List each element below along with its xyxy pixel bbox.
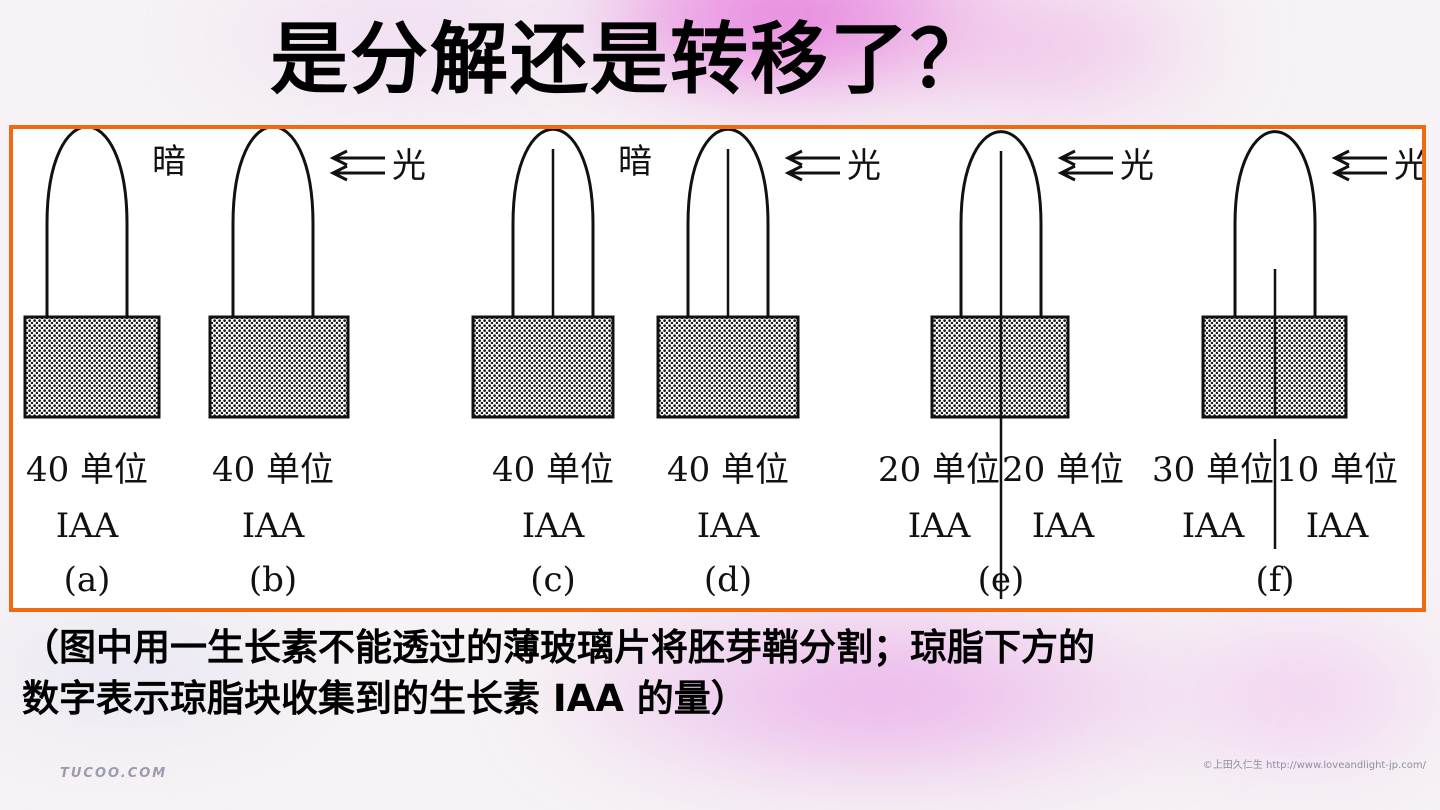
panel-label-e: (e) bbox=[978, 560, 1025, 600]
light-arrowhead-upper-f bbox=[1331, 149, 1350, 167]
iaa-label-d: IAA bbox=[697, 506, 760, 546]
coleoptile-c bbox=[511, 129, 595, 317]
light-label-d: 光 bbox=[847, 146, 881, 186]
light-label-e: 光 bbox=[1120, 146, 1154, 186]
iaa-amount-right-e: 20 单位 bbox=[1002, 450, 1124, 490]
iaa-amount-b: 40 单位 bbox=[212, 450, 334, 490]
light-arrowhead-lower-e bbox=[1057, 164, 1076, 182]
iaa-label-left-f: IAA bbox=[1182, 506, 1245, 546]
coleoptile-a bbox=[45, 129, 129, 317]
iaa-amount-right-f: 10 单位 bbox=[1276, 450, 1398, 490]
agar-block-a bbox=[23, 315, 161, 419]
light-arrowhead-lower-b bbox=[329, 164, 348, 182]
panel-label-a: (a) bbox=[64, 560, 111, 600]
light-arrowhead-upper-e bbox=[1057, 149, 1076, 167]
panel-label-c: (c) bbox=[530, 560, 576, 600]
iaa-label-right-f: IAA bbox=[1306, 506, 1369, 546]
light-arrowhead-lower-f bbox=[1331, 164, 1350, 182]
iaa-amount-c: 40 单位 bbox=[492, 450, 614, 490]
agar-block-b bbox=[208, 315, 350, 419]
iaa-label-c: IAA bbox=[522, 506, 585, 546]
iaa-amount-left-e: 20 单位 bbox=[878, 450, 1000, 490]
caption: （图中用一生长素不能透过的薄玻璃片将胚芽鞘分割；琼脂下方的 数字表示琼脂块收集到… bbox=[22, 622, 1422, 724]
dark-label-a: 暗 bbox=[152, 142, 186, 182]
slide-title: 是分解还是转移了？ bbox=[269, 15, 990, 105]
panel-label-d: (d) bbox=[704, 560, 752, 600]
iaa-amount-d: 40 单位 bbox=[667, 450, 789, 490]
iaa-label-b: IAA bbox=[242, 506, 305, 546]
dark-label-c: 暗 bbox=[618, 142, 652, 182]
coleoptile-f bbox=[1233, 130, 1317, 317]
iaa-label-left-e: IAA bbox=[908, 506, 971, 546]
diagram-frame: 暗 40 单位 IAA (a) 光 40 单位 IAA (b) 暗 40 单位 IAA (c) 光 40 … bbox=[9, 125, 1426, 612]
light-arrowhead-upper-d bbox=[784, 149, 803, 167]
coleoptile-diagram: 暗 40 单位 IAA (a) 光 40 单位 IAA (b) 暗 40 单位 IAA (c) 光 40 … bbox=[23, 129, 1422, 600]
coleoptile-b bbox=[231, 129, 315, 317]
iaa-label-a: IAA bbox=[56, 506, 119, 546]
brand-watermark: TUCOO.COM bbox=[60, 766, 168, 781]
light-arrowhead-upper-b bbox=[329, 149, 348, 167]
iaa-amount-left-f: 30 单位 bbox=[1152, 450, 1274, 490]
caption-line-1: （图中用一生长素不能透过的薄玻璃片将胚芽鞘分割；琼脂下方的 bbox=[22, 626, 1095, 669]
light-label-f: 光 bbox=[1394, 146, 1422, 186]
light-label-b: 光 bbox=[392, 146, 426, 186]
panel-label-b: (b) bbox=[249, 560, 297, 600]
coleoptile-d bbox=[686, 129, 770, 317]
agar-block-c bbox=[471, 315, 615, 419]
panel-label-f: (f) bbox=[1255, 560, 1294, 600]
agar-block-d bbox=[656, 315, 800, 419]
coleoptile-e bbox=[959, 130, 1043, 317]
image-credit: ©上田久仁生 http://www.loveandlight-jp.com/ bbox=[1202, 760, 1426, 771]
caption-line-2: 数字表示琼脂块收集到的生长素 IAA 的量） bbox=[22, 677, 748, 720]
iaa-label-right-e: IAA bbox=[1032, 506, 1095, 546]
iaa-amount-a: 40 单位 bbox=[26, 450, 148, 490]
light-arrowhead-lower-d bbox=[784, 164, 803, 182]
